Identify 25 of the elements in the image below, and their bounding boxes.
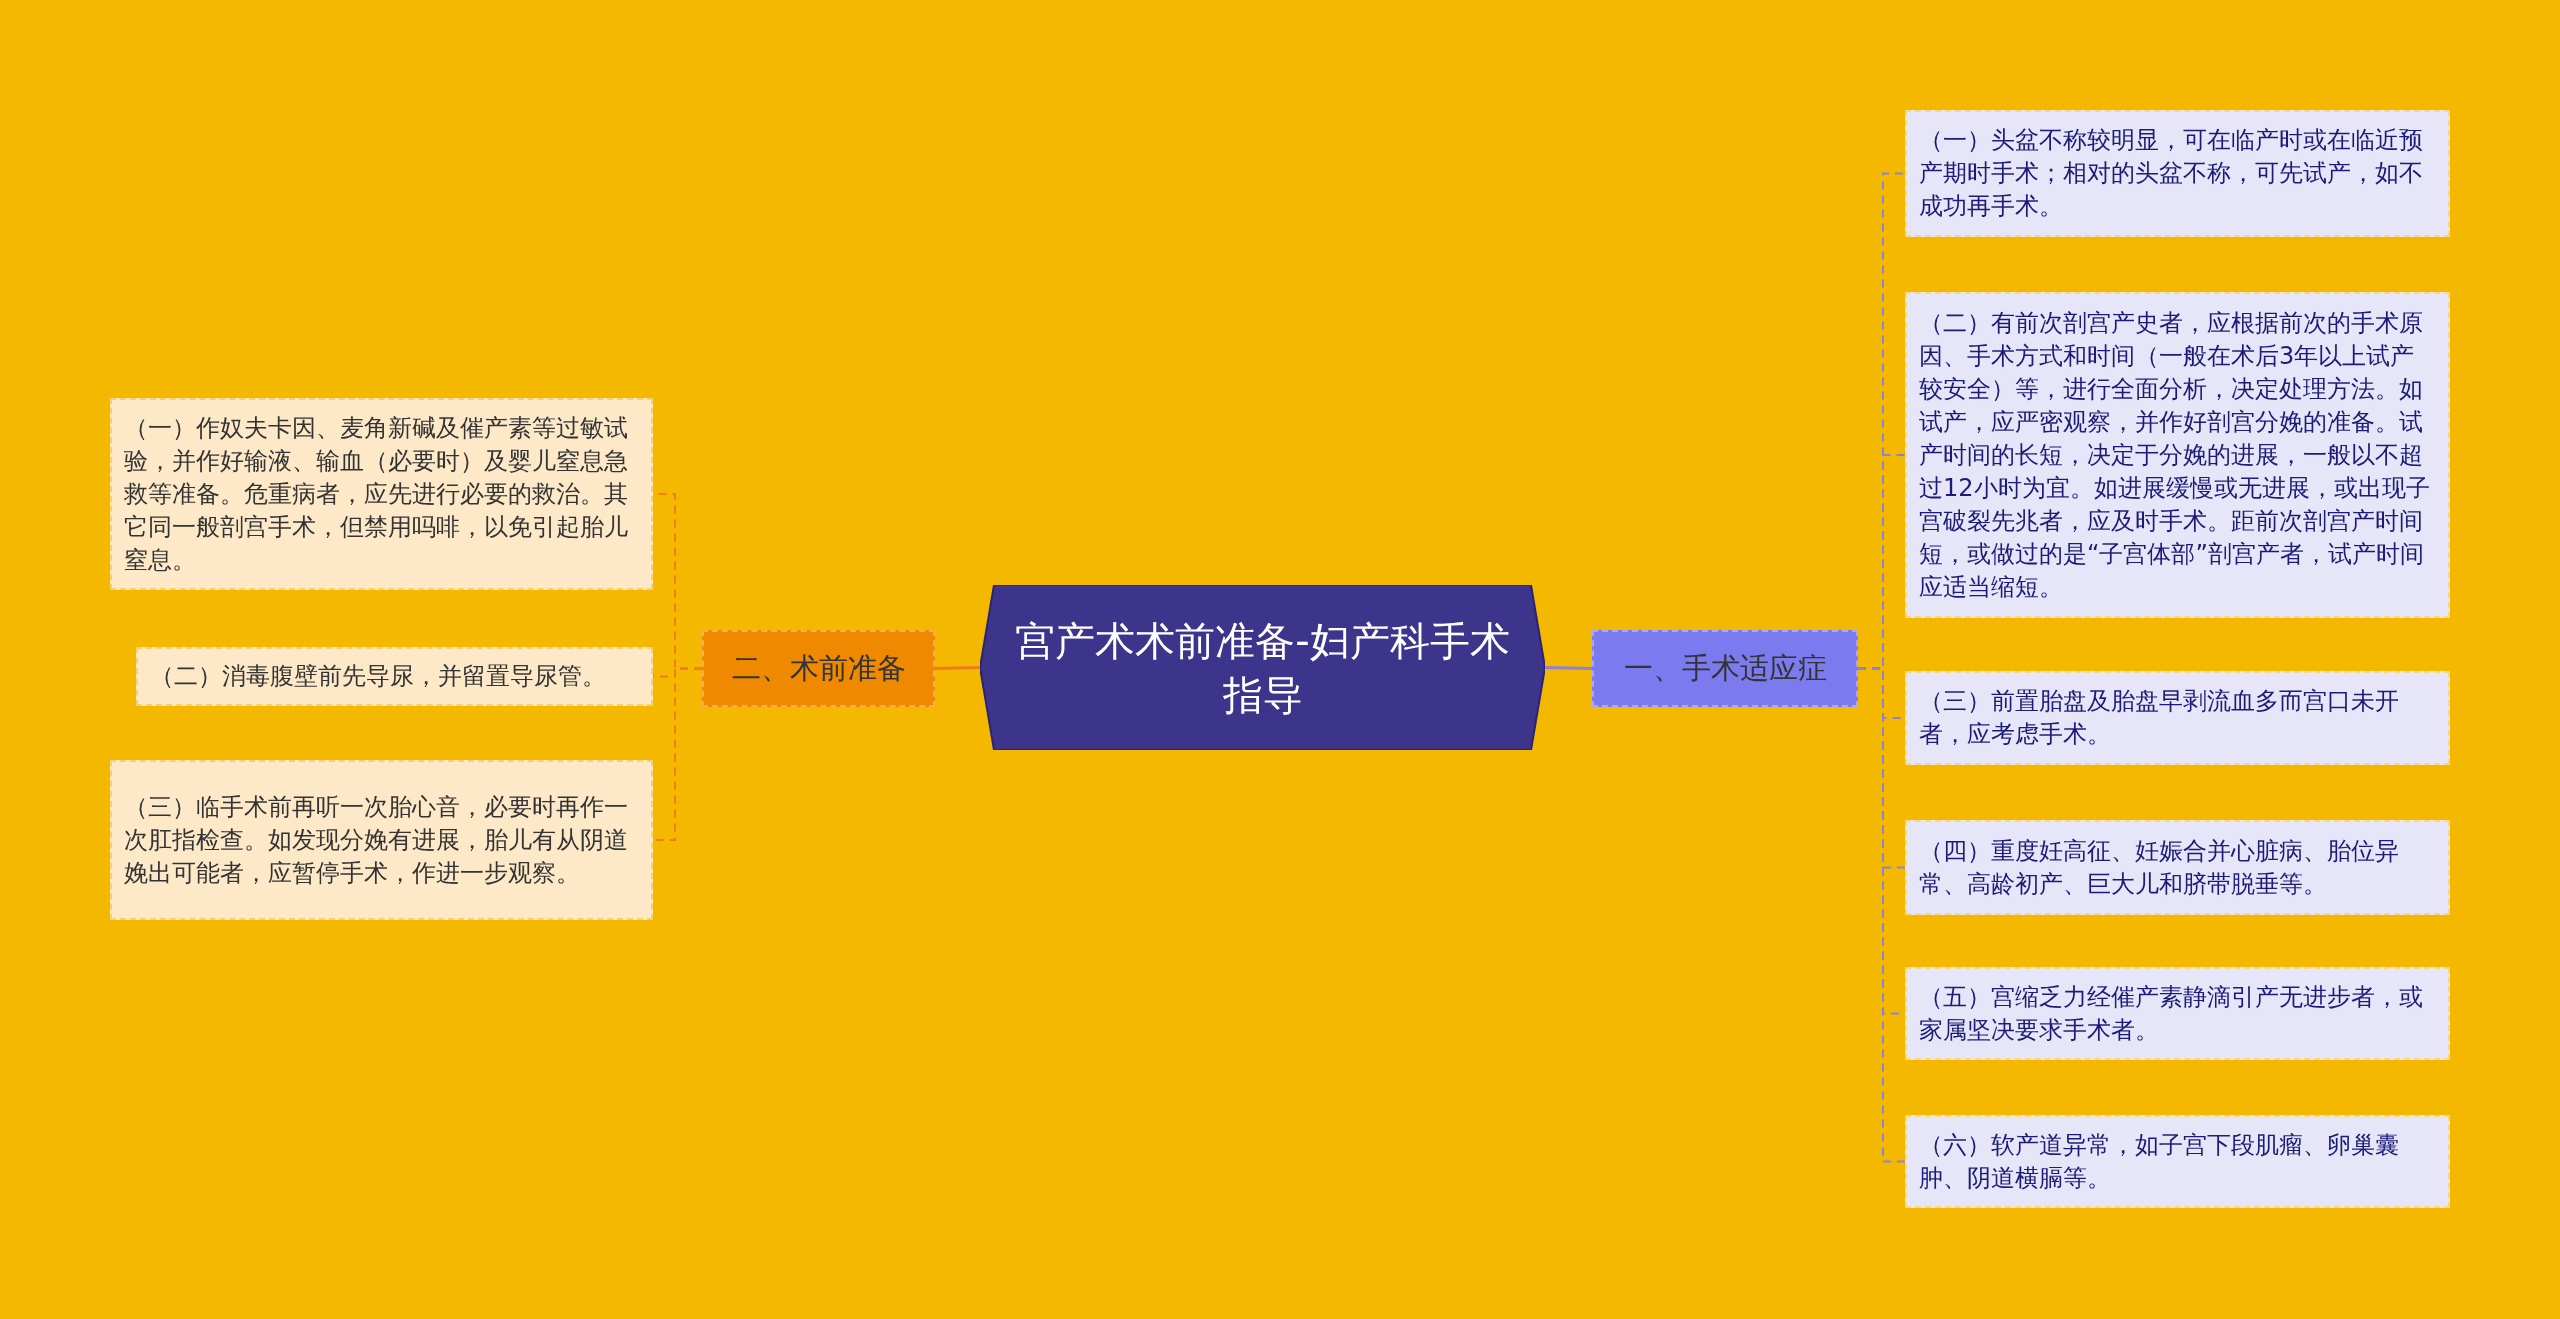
leaf-text: （一）头盆不称较明显，可在临产时或在临近预产期时手术；相对的头盆不称，可先试产，如不成功再手术。 (1919, 125, 2424, 222)
branch-box (1592, 630, 1858, 707)
connector-line (934, 666, 981, 670)
leaf-box (136, 647, 653, 706)
leaf-box (1905, 820, 2450, 915)
leaf-box (1905, 110, 2450, 237)
leaf-text: （五）宫缩乏力经催产素静滴引产无进步者，或家属坚决要求手术者。 (1919, 981, 2424, 1046)
leaf-text: （一）作奴夫卡因、麦角新碱及催产素等过敏试验，并作好输液、输血（必要时）及婴儿窒息急救等准备。危重病者，应先进行必要的救治。其它同一般剖宫手术，但禁用吗啡，以免引起胎儿窒息。 (124, 412, 629, 576)
leaf-box (110, 398, 653, 590)
leaf-text: （二）有前次剖宫产史者，应根据前次的手术原因、手术方式和时间（一般在术后3年以上试产较安全）等，进行全面分析，决定处理方法。如试产，应严密观察，并作好剖宫分娩的准备。试产时间的长短，决定于分娩的进展，一般以不超过12小时为宜。如进展缓慢或无进展，或出现子宫破裂先兆者，应及时手术。距前次剖宫产时间短，或做过的是“子宫体部”剖宫产者，试产时间应适当缩短。 (1919, 307, 2431, 603)
leaf-text: （二）消毒腹壁前先导尿，并留置导尿管。 (150, 661, 607, 692)
leaf-box (1905, 671, 2450, 765)
leaf-box (110, 760, 653, 920)
branch-label: 二、术前准备 (730, 649, 907, 687)
branch-box (702, 630, 935, 707)
leaf-text: （六）软产道异常，如子宫下段肌瘤、卵巢囊肿、阴道横膈等。 (1919, 1129, 2400, 1194)
leaf-box (1905, 967, 2450, 1060)
connector-line (1544, 666, 1593, 670)
branch-label: 一、手术适应症 (1622, 649, 1828, 687)
leaf-text: （三）前置胎盘及胎盘早剥流血多而宫口未开者，应考虑手术。 (1919, 686, 2400, 750)
leaf-text: （三）临手术前再听一次胎心音，必要时再作一次肛指检查。如发现分娩有进展，胎儿有从阴道娩出可能者，应暂停手术，作进一步观察。 (124, 791, 629, 889)
topic-hexagon (980, 585, 1545, 750)
leaf-text: （四）重度妊高征、妊娠合并心脏病、胎位异常、高龄初产、巨大儿和脐带脱垂等。 (1919, 835, 2400, 900)
leaf-box (1905, 1115, 2450, 1208)
topic-title: 宫产术术前准备-妇产科手术指导 (1014, 616, 1511, 720)
